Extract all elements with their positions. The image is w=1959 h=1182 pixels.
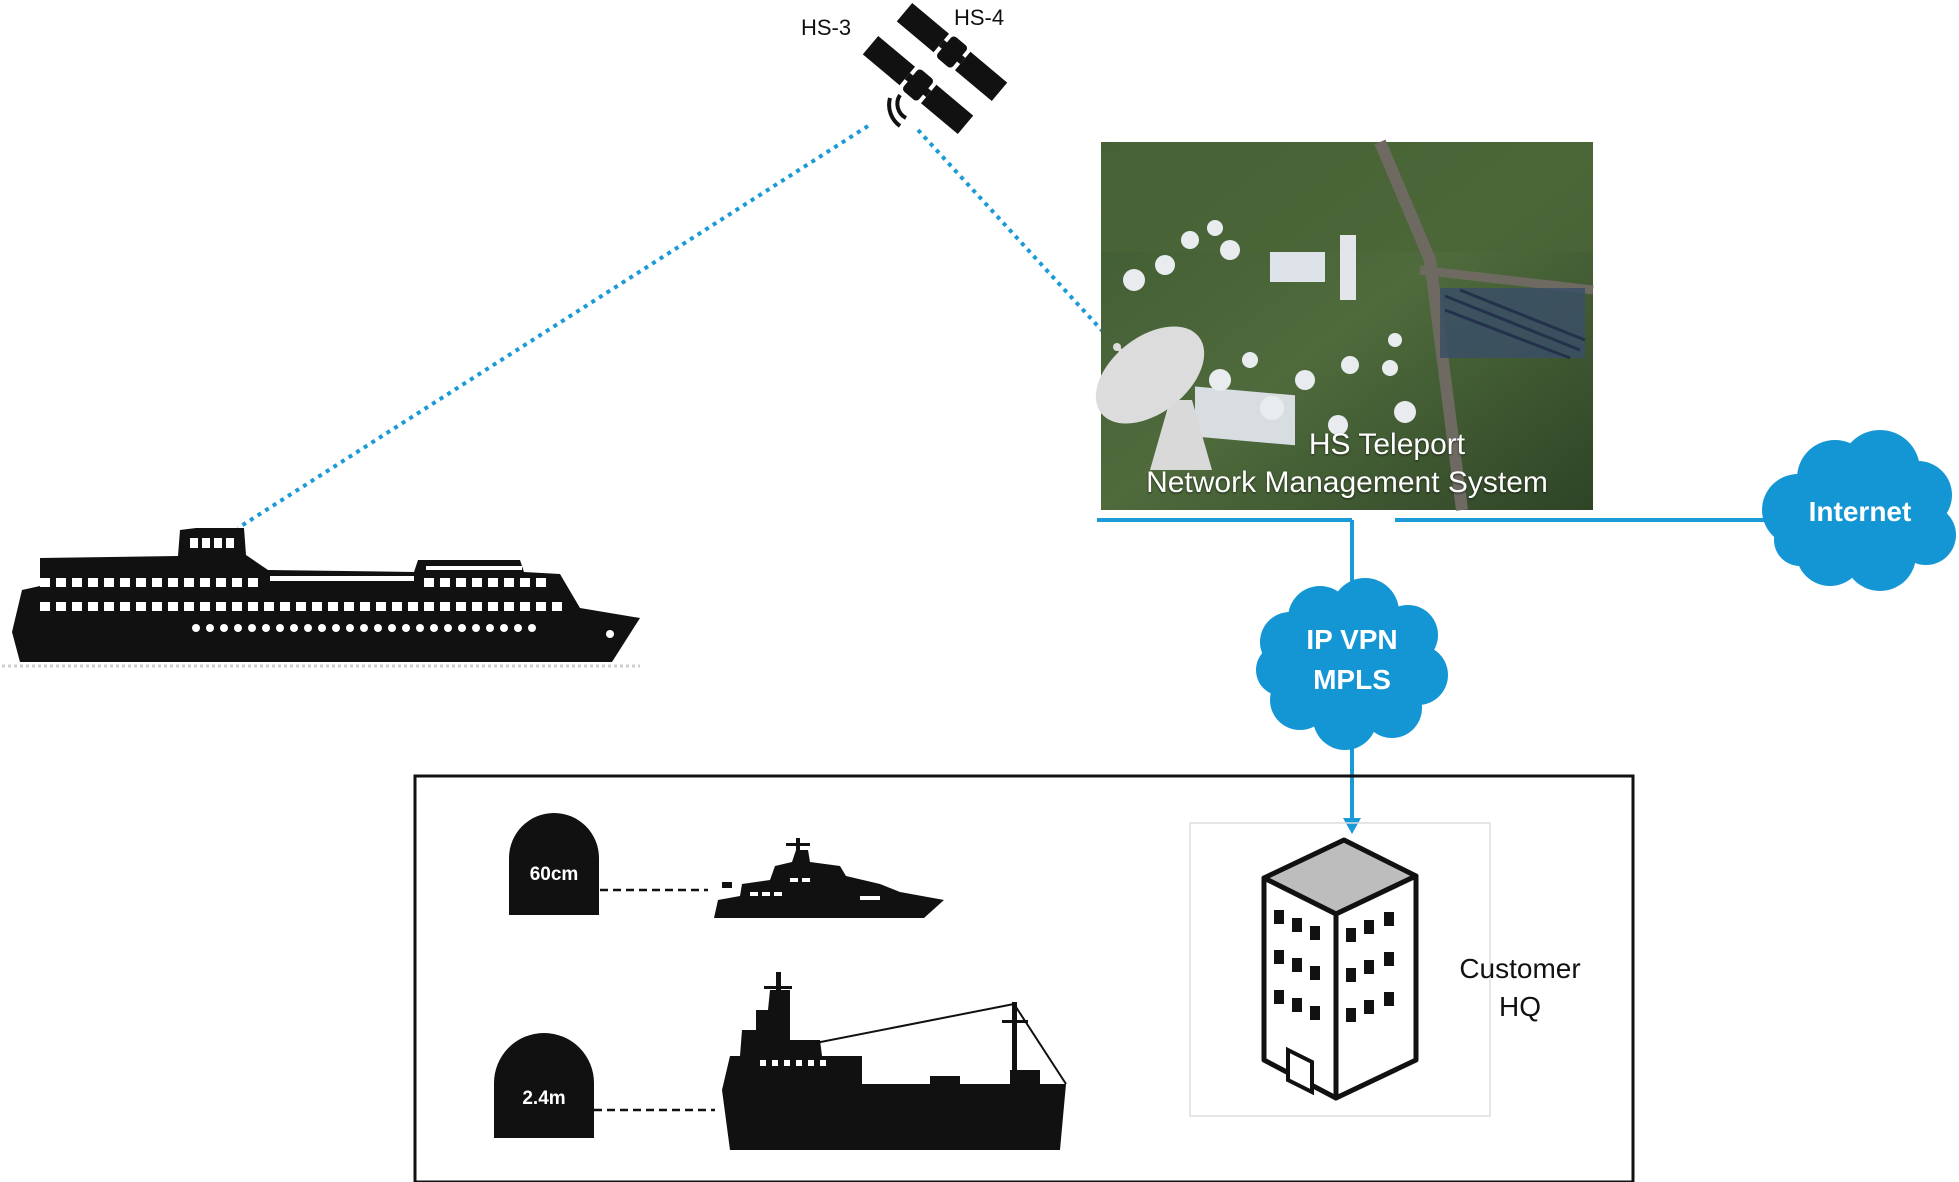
tanker-ship-icon bbox=[722, 972, 1067, 1150]
network-links bbox=[1097, 518, 1770, 834]
satellite-label-hs3: HS-3 bbox=[801, 15, 852, 40]
vpn-cloud bbox=[1256, 578, 1448, 750]
hq-label-line2: HQ bbox=[1499, 991, 1541, 1022]
radome-icon bbox=[509, 813, 599, 915]
building-icon bbox=[1261, 837, 1419, 1101]
vpn-label-line2: MPLS bbox=[1313, 664, 1391, 695]
teleport-label: HS Teleport Network Management System bbox=[1102, 426, 1592, 502]
radome-label-60cm: 60cm bbox=[529, 864, 579, 885]
radome-label-2-4m: 2.4m bbox=[522, 1088, 566, 1109]
dish-antenna-icon bbox=[1095, 326, 1212, 470]
hq-frame bbox=[1189, 822, 1491, 1117]
vpn-label: IP VPN MPLS bbox=[1272, 620, 1432, 700]
internet-cloud bbox=[1762, 430, 1956, 591]
cruise-ship-icon bbox=[2, 528, 640, 668]
internet-label: Internet bbox=[1808, 496, 1912, 527]
customer-site-box bbox=[413, 774, 1635, 1182]
satellite-label-hs4: HS-4 bbox=[954, 5, 1005, 30]
teleport-photo bbox=[1095, 139, 1594, 511]
satellite-link-ship bbox=[236, 124, 870, 530]
teleport-subtitle: Network Management System bbox=[1146, 466, 1548, 499]
hq-label: Customer HQ bbox=[1440, 950, 1600, 1026]
yacht-icon bbox=[714, 838, 944, 918]
vpn-label-line1: IP VPN bbox=[1306, 624, 1398, 655]
teleport-title: HS Teleport bbox=[1308, 428, 1466, 461]
satellite-icon bbox=[862, 2, 1008, 135]
satellite-link-teleport bbox=[916, 128, 1120, 350]
radome-icon bbox=[494, 1033, 594, 1138]
hq-label-line1: Customer bbox=[1459, 953, 1581, 984]
